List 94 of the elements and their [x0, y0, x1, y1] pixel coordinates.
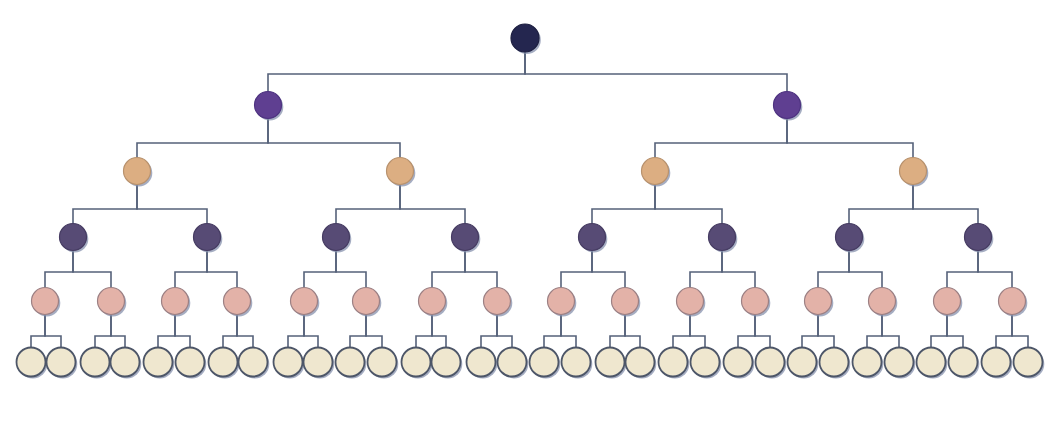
tree-node	[302, 346, 335, 379]
connector-line	[431, 313, 447, 349]
tree-node	[786, 346, 819, 379]
tree-node	[192, 222, 223, 253]
tree-node	[450, 222, 481, 253]
connector-line	[754, 313, 771, 349]
tree-node	[96, 286, 127, 317]
tree-node	[834, 222, 865, 253]
tree-node	[594, 346, 627, 379]
tree-node	[289, 286, 320, 317]
tree-node	[722, 346, 755, 379]
tree-node	[385, 156, 416, 187]
tree-node	[430, 346, 463, 379]
tree-node	[79, 346, 112, 379]
connector-line	[464, 249, 498, 289]
tree-node	[640, 156, 671, 187]
tree-node	[915, 346, 948, 379]
connector-line	[44, 313, 62, 349]
tree-node	[222, 286, 253, 317]
tree-node	[400, 346, 433, 379]
tree-node	[675, 286, 706, 317]
connector-line	[399, 183, 466, 225]
tree-node	[321, 222, 352, 253]
tree-node	[577, 222, 608, 253]
tree-node	[997, 286, 1028, 317]
connector-line	[560, 313, 577, 349]
tree-node	[528, 346, 561, 379]
tree-node	[122, 156, 153, 187]
tree-node	[610, 286, 641, 317]
connector-line	[654, 183, 723, 225]
tree-node	[253, 90, 284, 121]
connector-line	[977, 249, 1013, 289]
tree-node	[883, 346, 916, 379]
connector-line	[303, 313, 319, 349]
tree-node	[546, 286, 577, 317]
tree-node	[482, 286, 513, 317]
connector-line	[335, 249, 367, 289]
connector-line	[136, 183, 208, 225]
tree-node	[657, 346, 690, 379]
connector-line	[817, 313, 835, 349]
connector-line	[365, 313, 383, 349]
tree-node	[898, 156, 929, 187]
tree-node	[272, 346, 305, 379]
connector-line	[946, 313, 964, 349]
tree-node	[772, 90, 803, 121]
connector-line	[881, 313, 900, 349]
connector-line	[110, 313, 126, 349]
tree-node	[366, 346, 399, 379]
tree-node	[947, 346, 980, 379]
tree-node	[624, 346, 657, 379]
tree-node	[465, 346, 498, 379]
connector-line	[206, 249, 238, 289]
tree-node	[109, 346, 142, 379]
tree-node	[510, 23, 541, 54]
tree-node	[496, 346, 529, 379]
tree-node	[334, 346, 367, 379]
tree-node	[707, 222, 738, 253]
tree-node	[237, 346, 270, 379]
connector-line	[721, 249, 756, 289]
tree-node	[818, 346, 851, 379]
tree-node	[1012, 346, 1045, 379]
tree-node	[980, 346, 1013, 379]
tree-node	[417, 286, 448, 317]
connector-line	[591, 249, 626, 289]
tree-node	[15, 346, 48, 379]
tree-node	[867, 286, 898, 317]
connector-line	[267, 117, 401, 159]
tree-node	[754, 346, 787, 379]
connector-line	[496, 313, 513, 349]
connector-line	[72, 249, 112, 289]
tree-node	[803, 286, 834, 317]
tree-node	[689, 346, 722, 379]
connector-line	[689, 313, 706, 349]
connector-line	[1011, 313, 1029, 349]
tree-node	[851, 346, 884, 379]
tree-node	[351, 286, 382, 317]
connector-line	[624, 313, 641, 349]
tree-node	[207, 346, 240, 379]
tree-node	[174, 346, 207, 379]
connector-line	[174, 313, 191, 349]
connector-line	[848, 249, 883, 289]
tree-node	[932, 286, 963, 317]
tree-node	[142, 346, 175, 379]
tree-node	[560, 346, 593, 379]
tree-node	[58, 222, 89, 253]
tree-node	[160, 286, 191, 317]
tree-node	[740, 286, 771, 317]
connector-line	[236, 313, 254, 349]
connector-line	[786, 117, 914, 159]
connector-line	[912, 183, 979, 225]
tree-node	[30, 286, 61, 317]
connector-line	[524, 51, 788, 93]
tree-node	[963, 222, 994, 253]
tree-node	[45, 346, 78, 379]
